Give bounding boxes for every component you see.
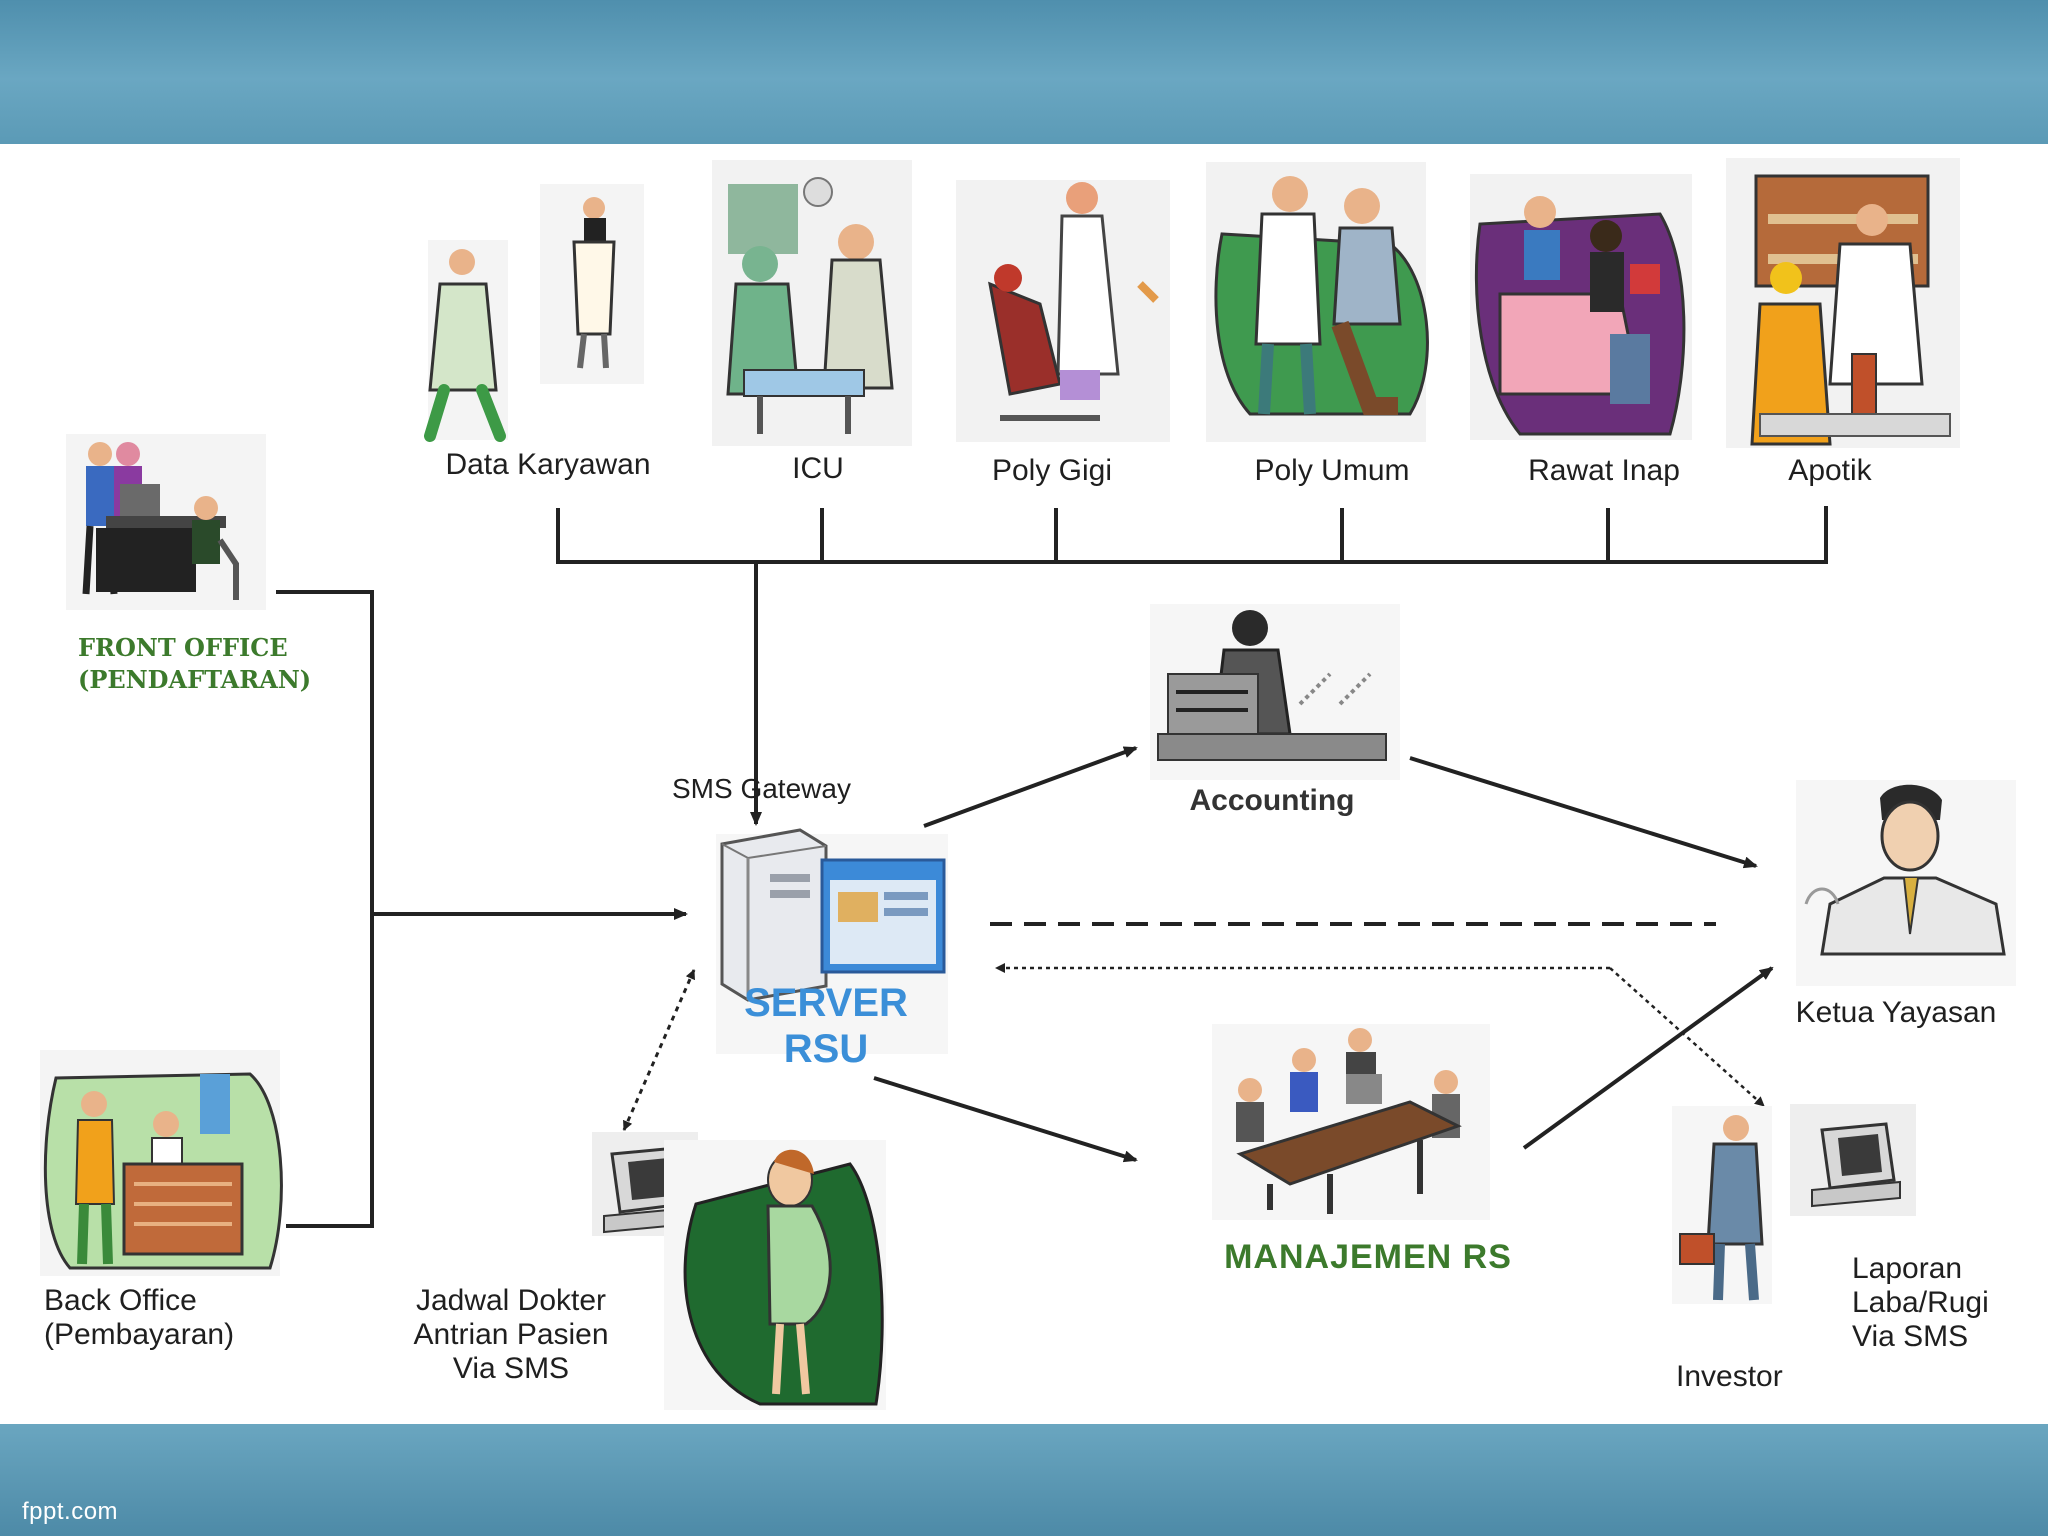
- laporan-label: Laporan Laba/Rugi Via SMS: [1852, 1252, 1989, 1354]
- dept-label-apotik: Apotik: [1788, 454, 1872, 487]
- manajemen-label: MANAJEMEN RS: [1224, 1238, 1512, 1276]
- front-office-label: FRONT OFFICE (PENDAFTARAN): [78, 632, 311, 696]
- front-office-title: FRONT OFFICE: [78, 633, 288, 662]
- dentist-icon: [956, 180, 1170, 442]
- back-office-title: Back Office: [44, 1284, 197, 1317]
- investor-terminal-icon: [1790, 1104, 1916, 1216]
- department-bus-lines: [556, 506, 1828, 826]
- laporan-line-1: Laporan: [1852, 1252, 1963, 1285]
- footer-brand: fppt.com: [22, 1498, 119, 1525]
- dept-label-icu: ICU: [792, 452, 844, 485]
- front-office-desk-icon: [66, 434, 266, 610]
- bottom-banner: [0, 1424, 2048, 1536]
- investor-label: Investor: [1676, 1360, 1783, 1393]
- meeting-table-icon: [1212, 1024, 1490, 1220]
- server-title: SERVER: [744, 981, 908, 1025]
- back-office-label: Back Office (Pembayaran): [44, 1284, 234, 1352]
- sms-gateway-label: SMS Gateway: [672, 773, 851, 804]
- surgeons-icon: [712, 160, 912, 446]
- pharmacist-icon: [1726, 158, 1960, 448]
- jadwal-line-1: Jadwal Dokter: [415, 1284, 607, 1317]
- businessman-icon: [1672, 1106, 1772, 1304]
- pregnant-woman-icon: [664, 1140, 886, 1410]
- dept-label-poly-umum: Poly Umum: [1254, 454, 1410, 487]
- diagram-graphics: [40, 158, 2016, 1410]
- server-computer-icon: [716, 828, 948, 1054]
- jadwal-line-3: Via SMS: [452, 1352, 570, 1385]
- hospital-bed-icon: [1470, 174, 1692, 440]
- cashier-desk-icon: [40, 1050, 283, 1276]
- laporan-line-3: Via SMS: [1852, 1320, 1969, 1353]
- back-office-subtitle: (Pembayaran): [44, 1318, 235, 1351]
- front-office-subtitle: (PENDAFTARAN): [78, 665, 312, 694]
- accounting-label: Accounting: [1189, 784, 1355, 817]
- server-subtitle: RSU: [783, 1027, 869, 1071]
- staff-figures-icon: [424, 184, 644, 442]
- laporan-line-2: Laba/Rugi: [1852, 1286, 1989, 1319]
- jadwal-label: Jadwal Dokter Antrian Pasien Via SMS: [378, 1284, 644, 1386]
- dept-label-data-karyawan: Data Karyawan: [445, 448, 651, 481]
- ketua-yayasan-label: Ketua Yayasan: [1795, 996, 1997, 1029]
- office-connector-lines: [276, 590, 688, 1228]
- doctor-patient-icon: [1206, 162, 1429, 442]
- diagram-canvas: Data Karyawan ICU Poly Gigi Poly Umum Ra…: [0, 144, 2048, 1424]
- dept-label-poly-gigi: Poly Gigi: [991, 454, 1113, 487]
- accountant-icon: [1150, 604, 1400, 780]
- jadwal-line-2: Antrian Pasien: [413, 1318, 609, 1351]
- server-label: SERVER RSU: [744, 980, 908, 1072]
- server-flow-arrows: [622, 746, 1774, 1163]
- executive-man-icon: [1796, 780, 2016, 986]
- top-banner: [0, 0, 2048, 144]
- dept-label-rawat-inap: Rawat Inap: [1528, 454, 1680, 487]
